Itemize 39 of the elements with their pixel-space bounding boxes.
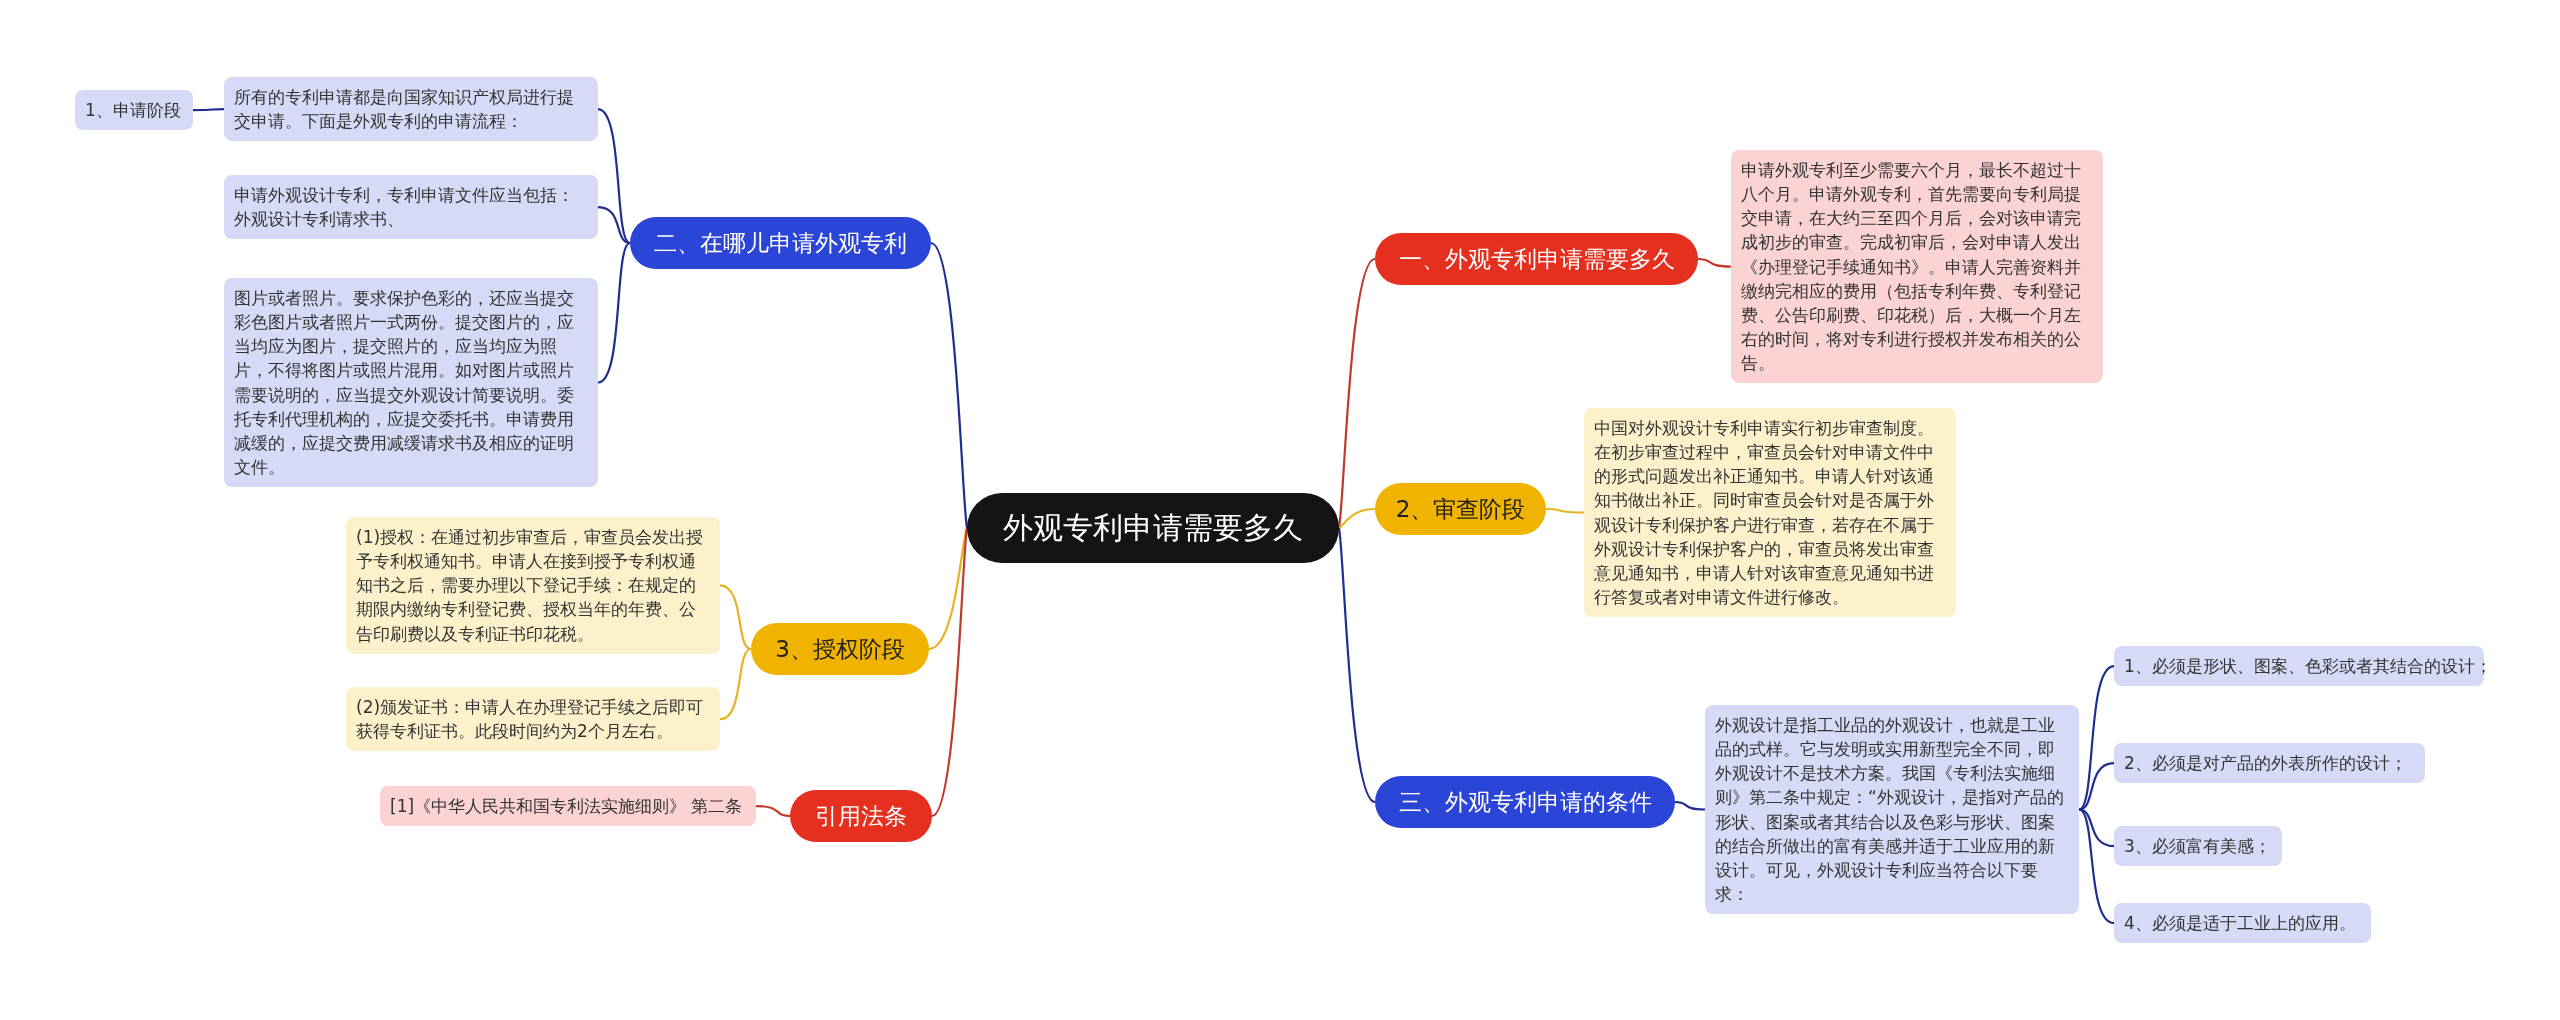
- topic-pill: 3、授权阶段: [751, 623, 929, 675]
- connector-line: [928, 527, 969, 651]
- connector-line: [755, 804, 791, 818]
- note-box: 申请外观设计专利，专利申请文件应当包括：外观设计专利请求书、: [224, 175, 598, 240]
- topic-pill: 二、在哪儿申请外观专利: [630, 217, 931, 269]
- note-box: 申请外观专利至少需要六个月，最长不超过十八个月。申请外观专利，首先需要向专利局提交申请，在大约三至四个月后，会对该申请完成初步的审查。完成初审后，会对申请人发出《办理登记手续通知书》。申请人完善资料并缴纳完相应的费用（包括专利年费、专利登记费、公告印刷费、印花税）后，大概一个月左右的时间，将对专利进行授权并发布相关的公告。: [1731, 150, 2103, 384]
- connector-line: [931, 527, 969, 817]
- connector-line: [1337, 258, 1376, 529]
- connector-line: [1697, 257, 1732, 268]
- note-box: 3、必须富有美感；: [2114, 826, 2282, 867]
- connector-line: [597, 206, 631, 245]
- topic-pill: 2、审查阶段: [1375, 483, 1546, 535]
- note-box: 1、必须是形状、图案、色彩或者其结合的设计；: [2114, 646, 2484, 687]
- note-box: 外观设计是指工业品的外观设计，也就是工业品的式样。它与发明或实用新型完全不同，即外观设计不是技术方案。我国《专利法实施细则》第二条中规定：“外观设计，是指对产品的形状、图案或者其结合以及色彩与形状、图案的结合所做出的富有美感并适于工业应用的新设计。可见，外观设计专利应当符合以下要求：: [1705, 705, 2079, 914]
- topic-pill: 一、外观专利申请需要多久: [1375, 233, 1698, 285]
- topic-pill: 三、外观专利申请的条件: [1375, 776, 1675, 828]
- connector-line: [597, 108, 631, 244]
- connector-line: [719, 584, 752, 651]
- connector-line: [930, 242, 969, 529]
- connector-line: [2078, 808, 2115, 925]
- note-box: (2)颁发证书：申请人在办理登记手续之后即可获得专利证书。此段时间约为2个月左右。: [346, 687, 720, 752]
- connector-line: [2078, 665, 2115, 811]
- central-topic: 外观专利申请需要多久: [967, 493, 1339, 563]
- connector-line: [1338, 507, 1376, 529]
- connector-line: [719, 648, 752, 721]
- note-box: 4、必须是适于工业上的应用。: [2114, 903, 2371, 944]
- note-box: 中国对外观设计专利申请实行初步审查制度。在初步审查过程中，审查员会针对申请文件中的形式问题发出补正通知书。申请人针对该通知书做出补正。同时审查员会针对是否属于外观设计专利保护客户进行审查，若存在不属于外观设计专利保护客户的，审查员将发出审查意见通知书，申请人针对该审查意见通知书进行答复或者对申请文件进行修改。: [1584, 408, 1956, 617]
- connector-line: [1546, 507, 1584, 514]
- note-box: 图片或者照片。要求保护色彩的，还应当提交彩色图片或者照片一式两份。提交图片的，应当均应为图片，提交照片的，应当均应为照片，不得将图片或照片混用。如对图片或照片需要说明的，应当提交外观设计简要说明。委托专利代理机构的，应提交委托书。申请费用减缓的，应提交费用减缓请求书及相应的证明文件。: [224, 278, 598, 487]
- connector-line: [1337, 527, 1376, 803]
- connector-line: [193, 108, 224, 112]
- topic-pill: 引用法条: [790, 790, 932, 842]
- note-box: 1、申请阶段: [75, 90, 193, 131]
- connector-line: [597, 242, 631, 384]
- note-box: 2、必须是对产品的外表所作的设计；: [2114, 743, 2425, 784]
- note-box: 所有的专利申请都是向国家知识产权局进行提交申请。下面是外观专利的申请流程：: [224, 77, 598, 142]
- note-box: [1]《中华人民共和国专利法实施细则》 第二条: [380, 786, 756, 827]
- connector-line: [1674, 800, 1706, 811]
- note-box: (1)授权：在通过初步审查后，审查员会发出授予专利权通知书。申请人在接到授予专利权通知书之后，需要办理以下登记手续：在规定的期限内缴纳专利登记费、授权当年的年费、公告印刷费以及专利证书印花税。: [346, 517, 720, 654]
